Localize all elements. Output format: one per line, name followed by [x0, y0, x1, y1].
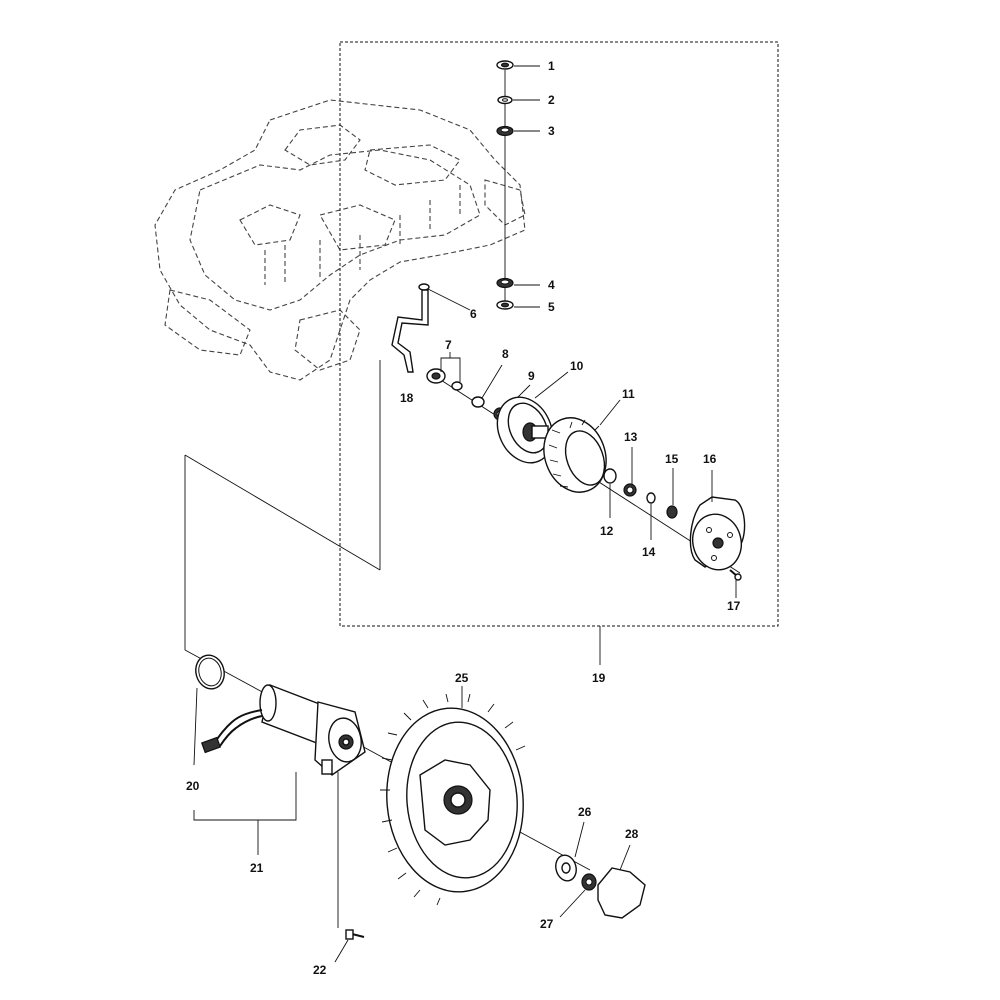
part-15-seal — [666, 505, 678, 519]
callout-13: 13 — [624, 430, 638, 444]
chassis-ghost-outline — [154, 99, 526, 381]
callout-15: 15 — [665, 452, 679, 466]
callout-1: 1 — [548, 59, 555, 73]
part-16-hub-cap — [689, 496, 746, 571]
part-8-washer — [471, 396, 485, 408]
callout-19: 19 — [592, 671, 606, 685]
part-1-nut — [496, 60, 514, 70]
part-2-washer — [497, 95, 513, 105]
leader-27 — [559, 889, 586, 918]
part-20-o-ring — [195, 654, 225, 690]
callout-20: 20 — [186, 779, 200, 793]
part-4-bearing — [496, 277, 514, 289]
part-20-o-ring-inner — [198, 657, 222, 687]
leader-26 — [574, 821, 585, 858]
reference-line-diagonal — [184, 454, 381, 571]
callout-5: 5 — [548, 300, 555, 314]
callout-6: 6 — [470, 307, 477, 321]
callout-10: 10 — [570, 359, 584, 373]
part-12-ring — [603, 468, 617, 484]
part-25-wheel — [380, 693, 526, 906]
part-27-nut-hole — [585, 878, 593, 886]
part-13-bearing-hole — [626, 486, 634, 494]
callout-11: 11 — [622, 387, 635, 401]
part-17-screw — [729, 569, 742, 581]
leader-6 — [427, 288, 471, 311]
callout-18: 18 — [400, 391, 414, 405]
part-11-stator — [543, 417, 607, 493]
part-22-screw — [345, 929, 365, 940]
bracket-21 — [193, 772, 297, 821]
callout-27: 27 — [540, 917, 554, 931]
part-3-bearing — [496, 125, 514, 137]
callout-12: 12 — [600, 524, 614, 538]
part-7-bearing — [426, 368, 463, 391]
part-14-washer — [646, 492, 656, 504]
callout-3: 3 — [548, 124, 555, 138]
callout-14: 14 — [642, 545, 656, 559]
callout-16: 16 — [703, 452, 717, 466]
callout-9: 9 — [528, 369, 535, 383]
callout-7: 7 — [445, 338, 452, 352]
callout-17: 17 — [727, 599, 741, 613]
callout-22: 22 — [313, 963, 327, 977]
subassembly-19-box — [339, 41, 779, 627]
part-6-washer — [418, 283, 430, 291]
part-21-drive-motor — [201, 684, 366, 776]
part-10-housing — [496, 396, 554, 464]
callout-8: 8 — [502, 347, 509, 361]
motor-wheel-axis — [184, 649, 591, 871]
part-18-axle-rod — [391, 289, 429, 373]
leader-22 — [334, 939, 349, 963]
leader-10 — [534, 371, 569, 399]
callout-28: 28 — [625, 827, 639, 841]
leader-11 — [599, 399, 621, 426]
callout-labels: 1 2 3 4 5 6 7 8 9 10 11 12 13 14 15 16 1… — [186, 59, 741, 977]
callout-4: 4 — [548, 278, 555, 292]
callout-25: 25 — [455, 671, 469, 685]
leader-28 — [619, 844, 631, 871]
part-28-hub-knob — [597, 867, 646, 919]
leader-7 — [440, 357, 461, 382]
part-5-washer — [496, 300, 514, 310]
part-26-washer-hole — [561, 862, 571, 874]
leader-20 — [193, 687, 198, 766]
callout-2: 2 — [548, 93, 555, 107]
callout-21: 21 — [250, 861, 264, 875]
callout-26: 26 — [578, 805, 592, 819]
leader-8 — [481, 364, 503, 399]
